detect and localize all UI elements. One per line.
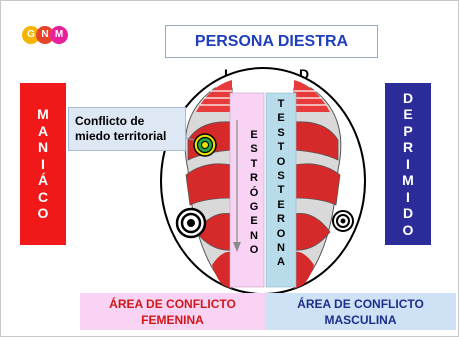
left-bottom-red — [212, 251, 232, 292]
male-conflict-area-label: ÁREA DE CONFLICTO MASCULINA — [265, 293, 456, 330]
logo-letter-m: M — [50, 26, 68, 44]
right-bottom-red — [294, 251, 314, 292]
testosterona-column — [265, 92, 297, 288]
estrogeno-arrow-head — [233, 242, 241, 252]
left-hemisphere-letter: I — [224, 66, 228, 82]
right-top-stripes — [294, 80, 330, 112]
territorial-fear-callout: Conflicto de miedo territorial — [68, 107, 186, 151]
gnm-logo: G N M — [22, 26, 82, 44]
right-hemisphere-letter: D — [299, 66, 310, 82]
female-conflict-area-label: ÁREA DE CONFLICTO FEMENINA — [80, 293, 265, 330]
estrogeno-column — [229, 92, 265, 288]
page-title: PERSONA DIESTRA — [165, 25, 378, 58]
logo-letter-n: N — [36, 26, 54, 44]
logo-letter-g: G — [22, 26, 40, 44]
left-top-stripes — [196, 80, 232, 112]
